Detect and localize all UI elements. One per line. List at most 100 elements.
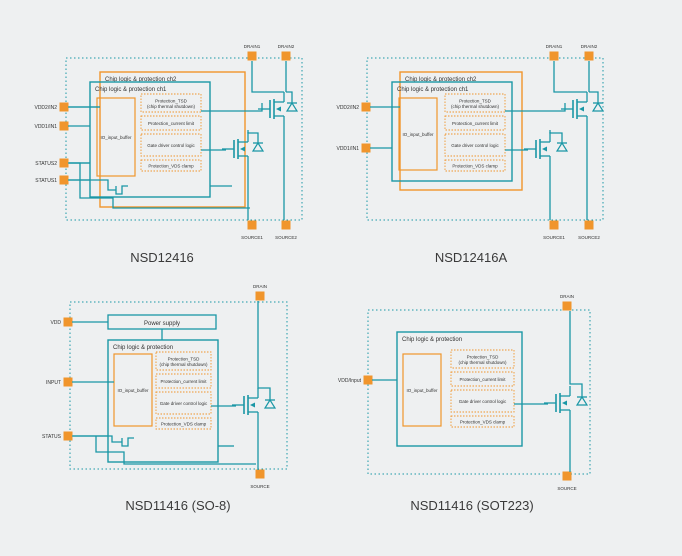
diode-triangle <box>251 141 265 152</box>
body-diode-symbol <box>263 398 277 409</box>
ch2-label: Chip logic & protection ch2 <box>405 77 477 83</box>
protection-block <box>140 115 202 131</box>
wire <box>589 91 599 103</box>
pin <box>247 51 257 61</box>
mosfet-symbol <box>222 132 249 166</box>
power-supply-label: Power supply <box>144 321 180 327</box>
protection-block <box>140 159 202 172</box>
pin-label: VDD1/IN1 <box>34 124 57 130</box>
protection-block-label: Protection_VDS clamp <box>161 422 207 427</box>
body-diode-symbol <box>555 141 569 152</box>
gate-wire-ch2 <box>201 103 263 112</box>
pin <box>59 121 69 131</box>
status2-wire <box>69 162 250 209</box>
pin-label: DRAIN1 <box>546 44 563 49</box>
pin <box>549 220 559 230</box>
panel-caption: NSD12416A <box>435 250 508 265</box>
pin-label: SOURCE2 <box>578 235 600 240</box>
io-buffer-label: IO_input_buffer <box>101 135 132 140</box>
protection-block <box>450 349 515 369</box>
protection-block-label: Protection_VDS clamp <box>460 420 506 425</box>
pin <box>247 220 257 230</box>
mosfet-symbol <box>524 132 551 166</box>
panel-caption: NSD11416 (SO-8) <box>125 498 230 513</box>
arrow-mark <box>240 146 245 152</box>
pin-label: SOURCE1 <box>543 235 565 240</box>
pin-label: SOURCE <box>250 484 269 489</box>
io-buffer-box <box>398 97 438 171</box>
ch2-label: Chip logic & protection ch2 <box>105 77 177 83</box>
protection-block-label: Gate driver control logic <box>160 401 208 406</box>
protection-block-label: Protection_TSD(chip thermal shutdown) <box>458 355 507 366</box>
arrow-mark <box>250 402 255 408</box>
protection-block <box>444 93 506 113</box>
protection-block-label: Protection_current limit <box>148 121 195 126</box>
protection-block-label: Gate driver control logic <box>451 143 499 148</box>
pin <box>281 220 291 230</box>
drain1-wire <box>553 61 587 93</box>
io-buffer-label: IO_input_buffer <box>403 132 434 137</box>
pin <box>63 317 73 327</box>
pin <box>549 51 559 61</box>
protection-block <box>450 389 515 413</box>
status-transistor <box>121 437 134 447</box>
wire <box>95 436 256 465</box>
package-boundary <box>367 309 591 475</box>
ch1-box <box>396 331 523 447</box>
mosfet-symbol <box>561 92 588 126</box>
pin <box>363 375 373 385</box>
pin-label: VDD1/IN1 <box>336 146 359 152</box>
pin-label: DRAIN <box>253 284 267 289</box>
diode-triangle <box>575 395 589 406</box>
ch2-box <box>399 71 523 191</box>
io-buffer-box <box>96 97 136 177</box>
ch1-label: Chip logic & protection ch1 <box>397 87 469 93</box>
arrow-mark <box>579 106 584 112</box>
pin <box>281 51 291 61</box>
body-diode-symbol <box>285 101 299 112</box>
pin <box>59 175 69 185</box>
panel-caption: NSD12416 <box>130 250 194 265</box>
pin-label: DRAIN2 <box>278 44 295 49</box>
protection-block-label: Protection_TSD(chip thermal shutdown) <box>159 357 208 368</box>
pin-label: STATUS1 <box>35 178 57 184</box>
panel-caption: NSD11416 (SOT223) <box>410 498 533 513</box>
pin-label: INPUT <box>46 380 61 386</box>
pin <box>562 301 572 311</box>
protection-block-label: Protection_current limit <box>452 121 499 126</box>
diode-triangle <box>555 141 569 152</box>
arrow-mark <box>276 106 281 112</box>
pin <box>255 469 265 479</box>
pin <box>584 51 594 61</box>
protection-block <box>140 133 202 157</box>
ch1-label: Chip logic & protection <box>113 345 173 351</box>
panel-p4: Chip logic & protectionIO_input_bufferPr… <box>338 294 591 513</box>
pin-label: VDD2/IN2 <box>34 105 57 111</box>
pin-label: VDD2/IN2 <box>336 105 359 111</box>
protection-block <box>450 415 515 428</box>
pin-label: STATUS <box>42 434 62 440</box>
mosfet-symbol <box>258 92 285 126</box>
pin-label: SOURCE <box>557 486 576 491</box>
ch1-box <box>89 81 211 198</box>
protection-block-label: Protection_TSD(chip thermal shutdown) <box>147 99 196 110</box>
diode-triangle <box>263 398 277 409</box>
pin <box>562 471 572 481</box>
protection-block <box>155 391 212 415</box>
wire <box>247 130 259 143</box>
pin-label: DRAIN2 <box>581 44 598 49</box>
pin <box>63 377 73 387</box>
pin <box>361 143 371 153</box>
protection-block-label: Protection_VDS clamp <box>452 164 498 169</box>
io-buffer-label: IO_input_buffer <box>407 388 438 393</box>
io-buffer-box <box>113 353 153 427</box>
drain-wire <box>569 311 583 397</box>
io-buffer-label: IO_input_buffer <box>118 388 149 393</box>
pin-label: DRAIN1 <box>244 44 261 49</box>
protection-block <box>155 351 212 371</box>
ch2-box <box>99 71 246 208</box>
drain-wire <box>257 301 271 400</box>
